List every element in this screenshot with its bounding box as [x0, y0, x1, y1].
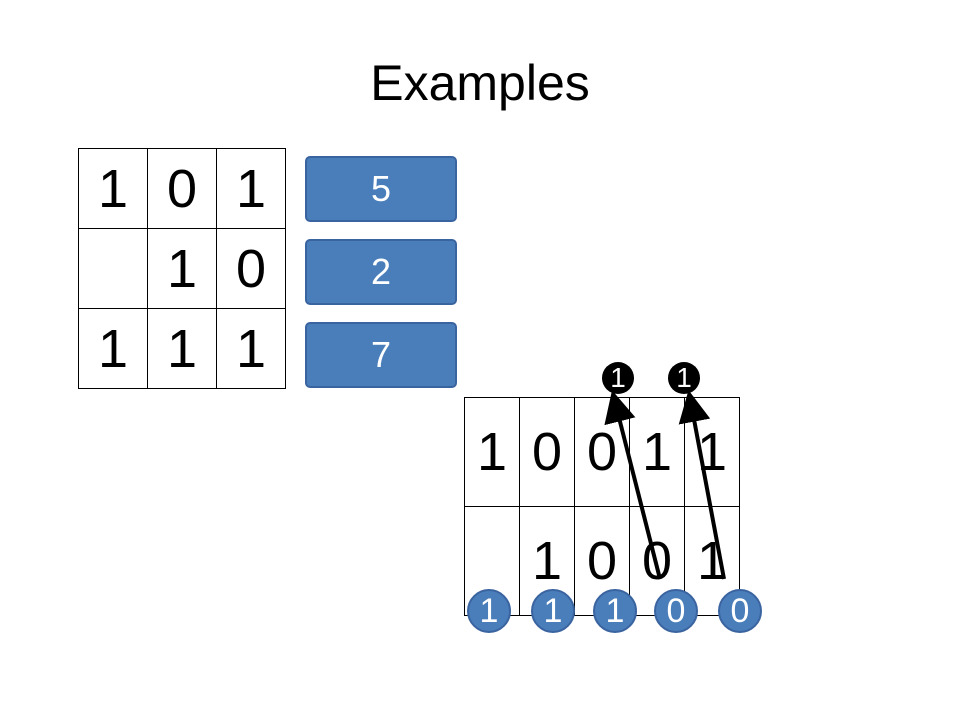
grid1-row: 1 0 1: [78, 148, 286, 229]
value-box-5: 5: [305, 156, 457, 222]
result-bit: 0: [654, 589, 698, 633]
grid2-row: 1 0 0 1 1: [464, 397, 740, 507]
result-bit: 1: [467, 589, 511, 633]
carry-arrow: [678, 390, 726, 580]
page-title: Examples: [370, 55, 590, 111]
value-box-2: 2: [305, 239, 457, 305]
binary-grid-2: 1 0 0 1 1 1 0 0 1: [464, 397, 740, 616]
carry-badge: 1: [602, 362, 634, 394]
grid1-cell: 0: [216, 228, 286, 309]
grid1-cell: 1: [147, 308, 217, 389]
carry-badge: 1: [668, 362, 700, 394]
result-bit: 0: [718, 589, 762, 633]
grid1-row: 1 0: [78, 228, 286, 309]
grid1-cell: 1: [216, 148, 286, 229]
grid2-cell: 1: [464, 397, 520, 507]
grid1-cell: 1: [216, 308, 286, 389]
carry-arrow: [604, 390, 662, 580]
grid1-cell: 1: [78, 148, 148, 229]
result-bit: 1: [531, 589, 575, 633]
result-bit: 1: [593, 589, 637, 633]
grid1-row: 1 1 1: [78, 308, 286, 389]
grid1-cell: [78, 228, 148, 309]
grid1-cell: 1: [78, 308, 148, 389]
value-box-7: 7: [305, 322, 457, 388]
binary-grid-1: 1 0 1 1 0 1 1 1: [78, 148, 286, 389]
